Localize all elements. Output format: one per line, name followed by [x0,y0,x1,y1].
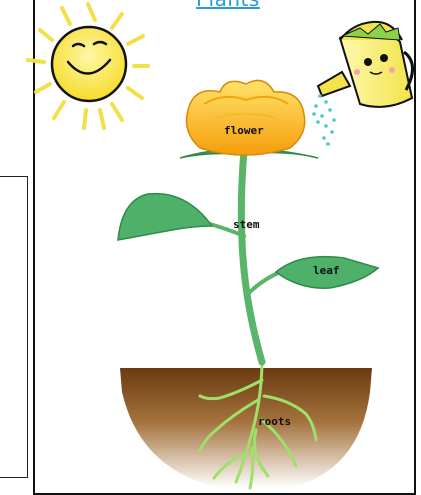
watering-can-icon [312,22,412,146]
leaf-label: leaf [313,264,340,277]
stem-label: stem [233,218,260,231]
sun-icon [28,4,148,128]
flower-label: flower [224,124,264,137]
roots-label: roots [258,415,291,428]
left-leaf [118,194,212,240]
flower [187,80,305,155]
stem [241,150,262,362]
soil [120,368,372,488]
